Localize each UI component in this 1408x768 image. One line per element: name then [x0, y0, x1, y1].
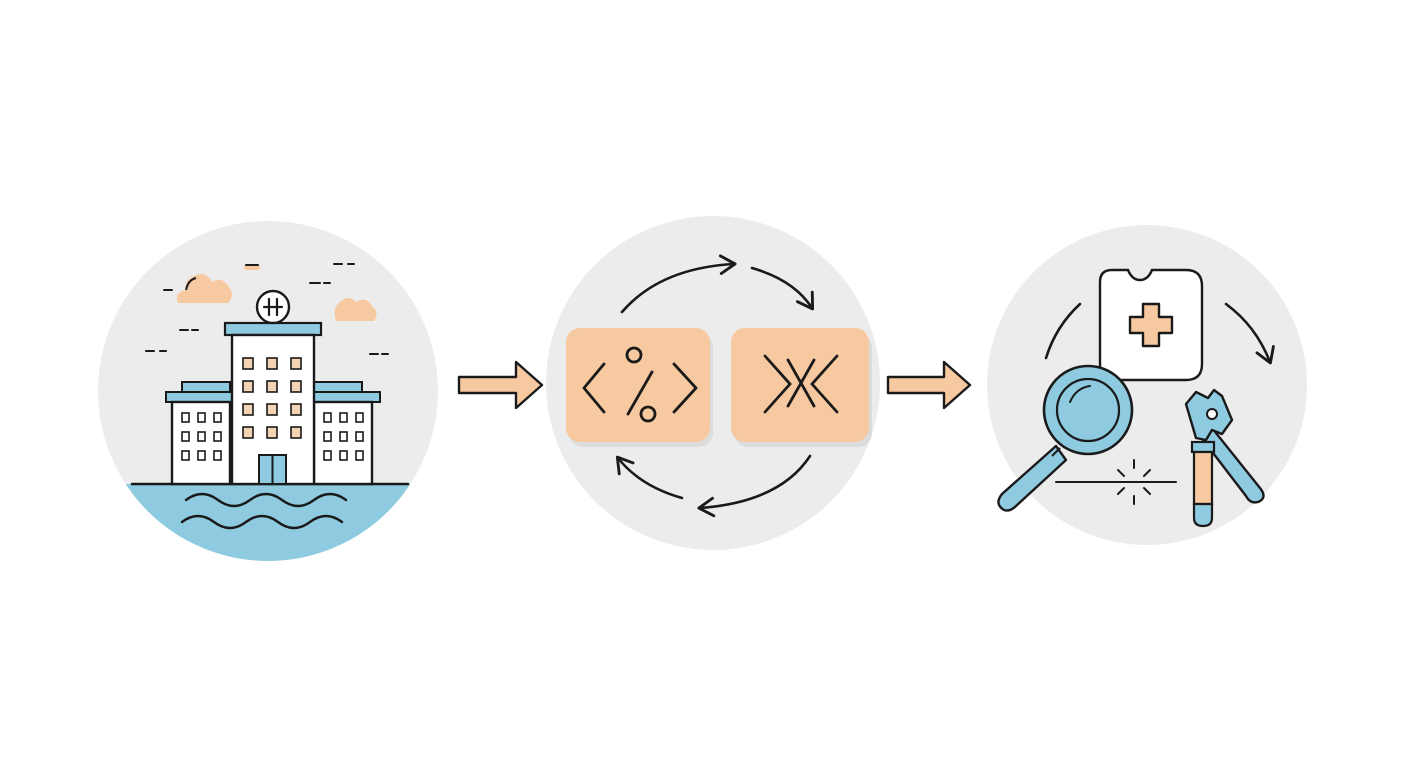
step-code-cycle	[546, 216, 880, 550]
code-brackets-icon	[566, 328, 713, 447]
wrench-icon	[1184, 388, 1265, 528]
sparkle-icon	[1055, 459, 1177, 505]
hospital-building-icon	[165, 289, 381, 486]
step-hospital	[98, 221, 438, 561]
magnifier-icon	[997, 364, 1134, 512]
medical-card-icon	[1098, 268, 1204, 382]
cloud-icon	[334, 298, 377, 321]
tower-windows	[242, 357, 302, 439]
cloud-icon	[177, 274, 232, 303]
cycle-arrows-icon	[1044, 302, 1275, 365]
cycle-arrows-icon	[615, 254, 815, 518]
water	[98, 484, 438, 561]
wind-lines	[145, 263, 389, 355]
arrow-right-icon	[886, 360, 972, 410]
cross-pattern-icon	[731, 328, 872, 447]
wing-windows	[181, 412, 364, 461]
wave-lines	[180, 492, 348, 530]
step-inspection-repair	[987, 225, 1307, 545]
arrow-right-icon	[457, 360, 544, 410]
